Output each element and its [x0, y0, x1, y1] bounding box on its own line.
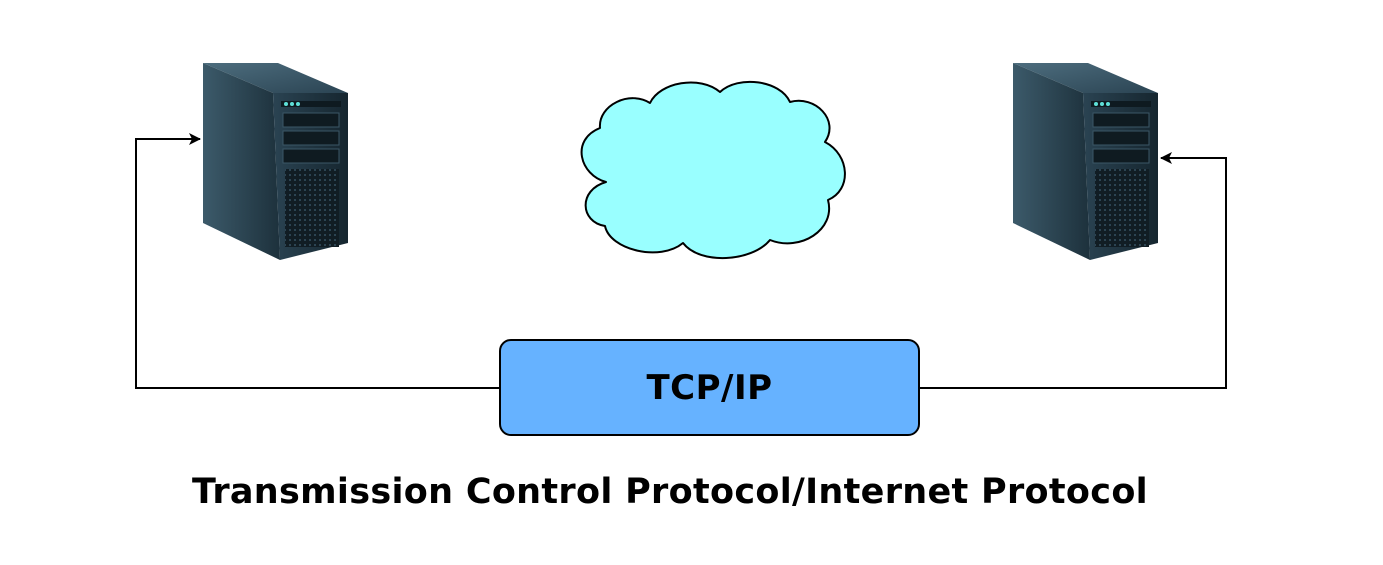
left-connector-arrow: [135, 133, 499, 389]
server-tower-icon: [203, 63, 348, 260]
server-tower-icon: [1013, 63, 1158, 260]
right-connector-arrow: [920, 152, 1227, 389]
tcp-ip-box: TCP/IP: [499, 339, 920, 436]
tcp-ip-label: TCP/IP: [646, 367, 773, 408]
diagram-caption: Transmission Control Protocol/Internet P…: [192, 472, 1148, 512]
cloud-icon: [580, 80, 846, 260]
